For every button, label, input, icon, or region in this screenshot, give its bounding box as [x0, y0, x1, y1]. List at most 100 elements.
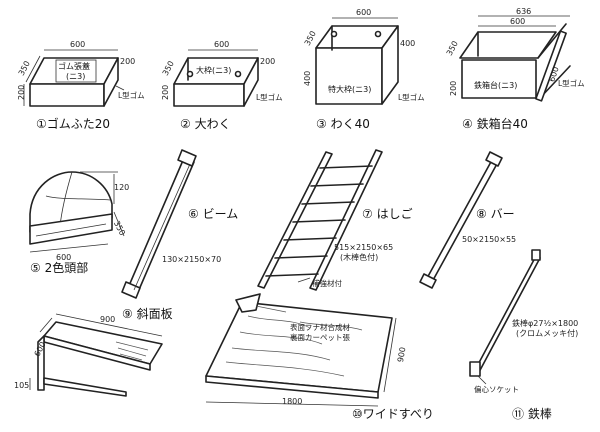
slope-hook-left [37, 335, 45, 391]
caption-owaku: ② 大わく [180, 117, 231, 131]
box-dim-width: 600 [356, 8, 371, 17]
head-base-stripe [35, 223, 107, 237]
head-dim-height: 120 [114, 183, 129, 192]
ladder-dim-1: 515×2150×65 [334, 243, 393, 252]
frame-rubber-label: L型ゴム [256, 92, 283, 102]
ladder-rung [283, 237, 337, 241]
item-nishokutobu: 120 350 600 ⑤ 2色頭部 [29, 171, 129, 275]
caption-bar: ⑧ バー [476, 207, 515, 221]
beam-dim: 130×2150×70 [162, 255, 221, 264]
frame-dim-height: 200 [161, 85, 170, 100]
box-inner-label: 特大枠(ニ3) [328, 84, 371, 94]
slide-wood-grain [225, 305, 363, 377]
bar-end-cap [485, 151, 503, 167]
item-waku40: 特大枠(ニ3) 600 350 400 400 L型ゴム ③ わく40 [303, 8, 425, 131]
item-widesuberi: 表面フナ材合成材 裏面カーペット張 1800 900 ⑩ワイドすべり [205, 293, 434, 421]
frame-side-face [243, 57, 259, 107]
box-corner-knob [374, 30, 382, 38]
box-dim-depth: 350 [303, 29, 318, 47]
ironbar-socket-leader [477, 375, 487, 385]
slope-bottom [43, 377, 127, 397]
lid-side-face [103, 57, 119, 107]
ladder-rail-right [309, 149, 383, 291]
stand-dim-depth: 350 [445, 39, 460, 57]
ironbar-rod [477, 257, 541, 375]
ironbar-socket-label: 偏心ソケット [474, 384, 519, 394]
stand-top-rim [459, 31, 557, 59]
stand-inner-label: 鉄箱台(ニ3) [474, 80, 517, 90]
ironbar-rod [473, 255, 537, 373]
slide-front-edge [205, 375, 379, 399]
item-gomufuta: ゴム張蓋 (ニ3) 600 350 200 200 L型ゴム ①ゴムふた20 [17, 40, 145, 131]
caption-beam: ⑥ ビーム [188, 207, 238, 221]
item-beam: ⑥ ビーム 130×2150×70 [121, 149, 238, 299]
slide-hook [235, 293, 261, 313]
box-corner-knob [330, 30, 338, 38]
box-rubber-label: L型ゴム [398, 92, 425, 102]
frame-dim-depth: 350 [161, 59, 176, 77]
ironbar-dim-2: (クロムメッキ付) [516, 328, 578, 338]
caption-hashigo: ⑦ はしご [362, 206, 413, 221]
slide-dim-length: 1800 [282, 397, 302, 406]
frame-corner-knob [234, 70, 242, 78]
stand-handle-bar [537, 23, 567, 59]
ironbar-socket [469, 361, 481, 377]
head-dim-depth-line [113, 211, 125, 237]
caption-tetsubakodai: ④ 鉄箱台40 [462, 116, 528, 131]
stand-dim-width-outer: 636 [516, 7, 531, 16]
item-owaku: 大枠(ニ3) 600 350 200 200 L型ゴム ② 大わく [161, 40, 283, 131]
box-front-face [315, 47, 383, 105]
caption-widesuberi: ⑩ワイドすべり [352, 407, 434, 421]
ladder-dim-2: (木棒色付) [340, 252, 378, 262]
item-hashigo: ⑦ はしご 515×2150×65 (木棒色付) 補強材付 [257, 149, 413, 291]
caption-nishokutobu: ⑤ 2色頭部 [30, 260, 88, 275]
item-tetsubou: 鉄棒φ27½×1800 (クロムメッキ付) 偏心ソケット ⑪ 鉄棒 [469, 249, 578, 421]
lid-front-face [29, 83, 105, 107]
ladder-note: 補強材付 [312, 278, 342, 288]
item-bar: ⑧ バー 50×2150×55 [419, 151, 516, 289]
frame-front-face [173, 83, 245, 107]
bar-dim: 50×2150×55 [462, 235, 516, 244]
head-dim-width: 600 [56, 253, 71, 262]
slide-dim-length-line [205, 401, 379, 407]
beam-edge-line [133, 163, 191, 291]
ladder-rung [265, 273, 319, 277]
beam-end-cap [177, 149, 197, 167]
stand-front-face [461, 59, 537, 99]
stand-rubber-label: L型ゴム [558, 78, 585, 88]
slide-note-2: 裏面カーペット張 [290, 332, 350, 342]
slide-note-1: 表面フナ材合成材 [290, 322, 350, 332]
ironbar-dim-1: 鉄棒φ27½×1800 [512, 318, 578, 328]
caption-waku40: ③ わく40 [316, 117, 370, 131]
ladder-rung [319, 165, 373, 169]
head-seam [45, 195, 111, 201]
lid-rubber-label: L型ゴム [118, 90, 145, 100]
ladder-rung [310, 183, 364, 187]
item-tetsubakodai: 鉄箱台(ニ3) 636 600 350 200 600 L型ゴム ④ 鉄箱台40 [445, 7, 585, 131]
lid-dim-depth-line [25, 55, 41, 83]
ladder-note-leader [297, 277, 311, 283]
ironbar-end-cap [531, 249, 541, 261]
head-base [29, 213, 113, 245]
frame-dim-width: 600 [214, 40, 229, 49]
bar-end-cap [419, 273, 437, 289]
slope-dim-width-line [55, 313, 163, 337]
slope-hatch [115, 341, 149, 361]
lid-inner-label-2: (ニ3) [66, 72, 85, 81]
beam-end-cap [121, 281, 141, 299]
bar-body [425, 159, 499, 283]
lid-inner-label-1: ゴム張蓋 [58, 61, 90, 71]
slide-dim-width: 900 [396, 346, 408, 363]
caption-tetsubou: ⑪ 鉄棒 [512, 406, 552, 421]
head-dim-width-line [29, 243, 109, 253]
frame-inner-label: 大枠(ニ3) [196, 65, 231, 75]
box-dim-height: 400 [303, 71, 312, 86]
stand-dim-width: 600 [510, 17, 525, 26]
lid-dim-width: 600 [70, 40, 85, 49]
box-dim-height-right: 400 [400, 39, 415, 48]
head-dim-depth: 350 [112, 219, 127, 237]
caption-shamenban: ⑨ 斜面板 [122, 307, 173, 321]
caption-gomufuta: ①ゴムふた20 [36, 116, 110, 131]
slope-dim-height: 105 [14, 381, 29, 390]
